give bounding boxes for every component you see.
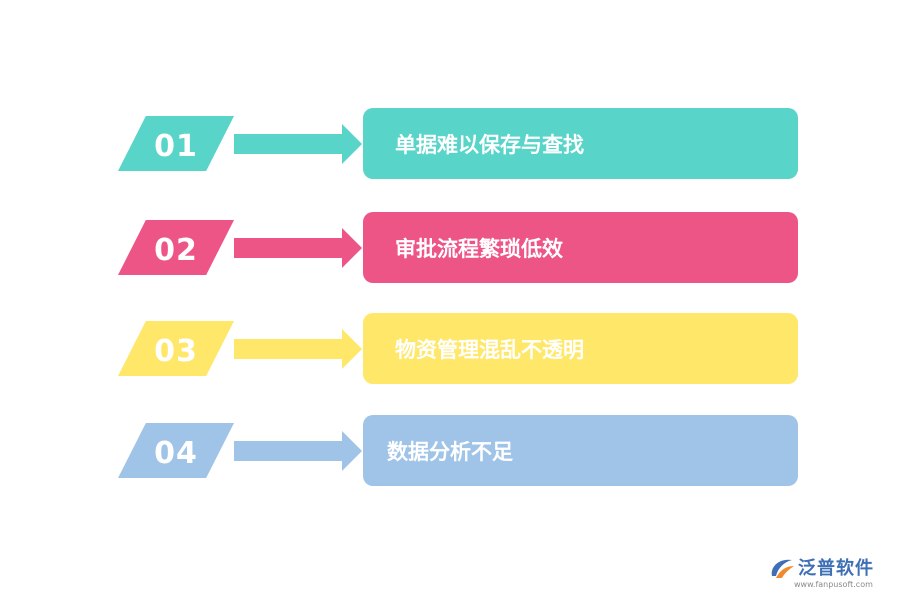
number-label: 01 <box>154 129 198 164</box>
item-row-04: 04 数据分析不足 <box>0 415 900 487</box>
arrow-right-icon <box>234 228 362 268</box>
arrow-right-icon <box>234 431 362 471</box>
item-text: 单据难以保存与查找 <box>395 132 584 157</box>
item-text: 物资管理混乱不透明 <box>395 337 584 362</box>
item-row-03: 03 物资管理混乱不透明 <box>0 313 900 385</box>
item-text-box: 数据分析不足 <box>363 415 798 486</box>
item-row-01: 01 单据难以保存与查找 <box>0 108 900 180</box>
item-text: 审批流程繁琐低效 <box>395 236 563 261</box>
fanpu-logo-icon <box>771 559 794 578</box>
arrow-right-icon <box>234 124 362 164</box>
brand-logo: 泛普软件 www.fanpusoft.com <box>768 552 896 596</box>
item-text-box: 审批流程繁琐低效 <box>363 212 798 283</box>
number-label: 02 <box>154 233 198 268</box>
item-text: 数据分析不足 <box>387 439 513 464</box>
number-label: 04 <box>154 436 198 471</box>
logo-name: 泛普软件 <box>798 558 874 579</box>
item-text-box: 单据难以保存与查找 <box>363 108 798 179</box>
logo-url: www.fanpusoft.com <box>794 580 873 589</box>
item-row-02: 02 审批流程繁琐低效 <box>0 212 900 284</box>
number-label: 03 <box>154 334 198 369</box>
arrow-right-icon <box>234 329 362 369</box>
item-text-box: 物资管理混乱不透明 <box>363 313 798 384</box>
